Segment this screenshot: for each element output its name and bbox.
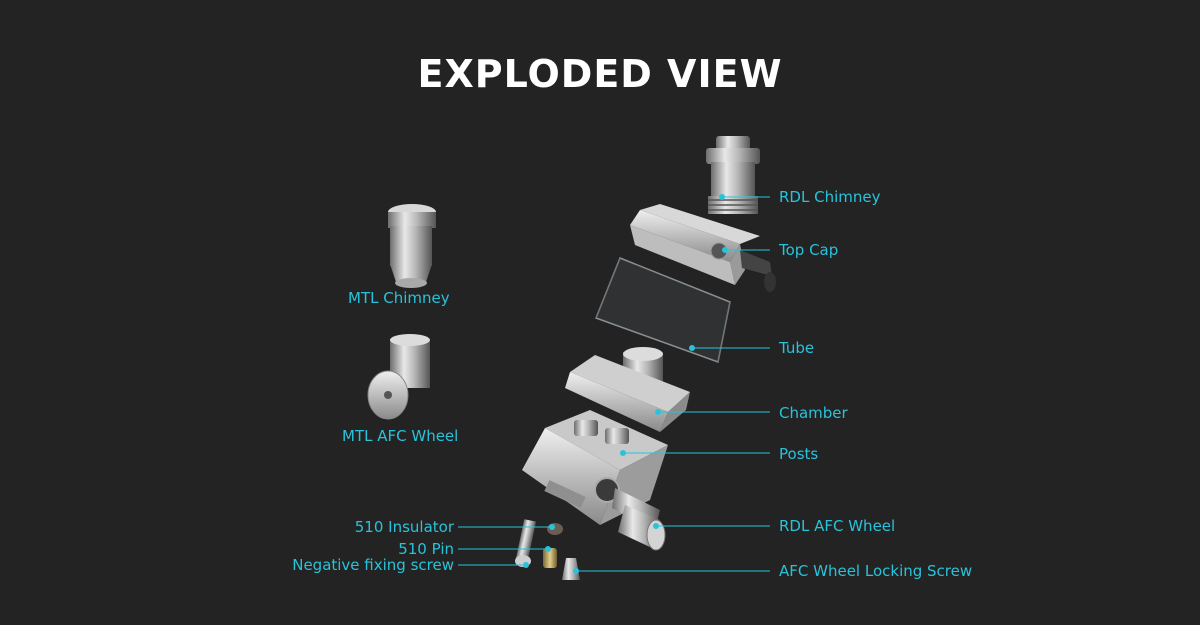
510-pin-part — [543, 548, 557, 568]
label-510-insulator: 510 Insulator — [354, 518, 454, 536]
rdl-afc-wheel-part — [618, 505, 666, 551]
mtl-afc-wheel-part — [367, 334, 430, 420]
label-mtl-chimney: MTL Chimney — [348, 289, 450, 307]
label-top-cap: Top Cap — [779, 241, 839, 259]
label-mtl-afc-wheel: MTL AFC Wheel — [342, 427, 459, 445]
label-negative-fixing-screw: Negative fixing screw — [292, 556, 454, 574]
page-title: EXPLODED VIEW — [417, 52, 783, 96]
label-rdl-afc-wheel: RDL AFC Wheel — [779, 517, 896, 535]
tube-part — [595, 257, 731, 364]
510-insulator-part — [547, 523, 563, 535]
leader-lines — [458, 194, 770, 574]
negative-fixing-screw-part — [515, 519, 537, 567]
label-posts: Posts — [779, 445, 819, 463]
rdl-chimney-part — [706, 136, 760, 214]
label-rdl-chimney: RDL Chimney — [779, 188, 881, 206]
label-afc-wheel-locking-screw: AFC Wheel Locking Screw — [779, 562, 973, 580]
afc-locking-screw-part — [562, 558, 580, 580]
label-tube: Tube — [779, 339, 815, 357]
base-posts-part — [522, 410, 668, 530]
top-cap-part — [630, 204, 776, 292]
mtl-chimney-part — [388, 204, 436, 288]
label-510-pin: 510 Pin — [398, 540, 454, 558]
label-chamber: Chamber — [779, 404, 848, 422]
